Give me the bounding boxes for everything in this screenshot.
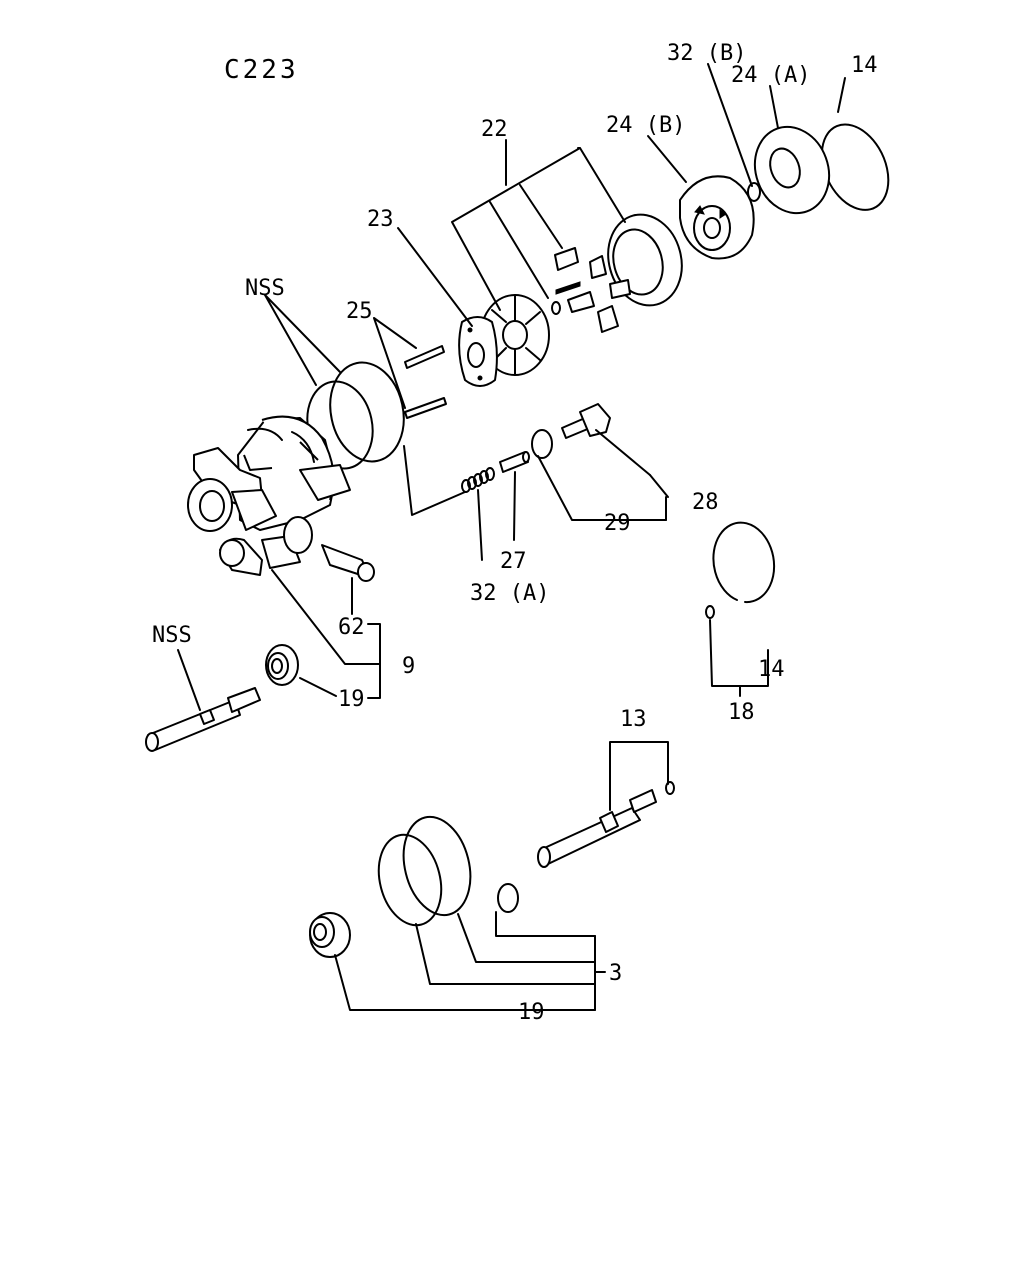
o-ring-13 (665, 781, 675, 795)
dowel-pins-25 (404, 345, 447, 419)
snap-ring-14-lower (712, 521, 776, 604)
vanes (554, 247, 631, 333)
label-18: 18 (728, 700, 755, 725)
bearing-19-lower (309, 912, 351, 958)
label-9: 9 (402, 654, 415, 679)
bearing-19-upper (265, 644, 299, 686)
seal-kit-3-rings (377, 815, 519, 927)
label-32a: 32 (A) (470, 581, 549, 606)
plug-28 (561, 403, 611, 439)
label-27: 27 (500, 549, 527, 574)
label-nss-upper: NSS (245, 276, 285, 301)
pin-small (551, 301, 561, 315)
o-ring-18 (705, 605, 715, 619)
shaft-nss (145, 687, 261, 752)
rotor (480, 294, 550, 376)
label-62: 62 (338, 615, 365, 640)
label-14-lower: 14 (758, 657, 785, 682)
label-32b: 32 (B) (667, 41, 746, 66)
label-29: 29 (604, 511, 631, 536)
spring-32a (461, 467, 495, 493)
label-24a: 24 (A) (731, 63, 810, 88)
side-plate-24a (753, 125, 831, 215)
label-3: 3 (609, 961, 622, 986)
snap-ring-14-upper (821, 123, 890, 211)
shaft-13 (537, 789, 657, 868)
pressure-plate-24b (679, 175, 755, 260)
label-19-upper: 19 (338, 687, 365, 712)
label-13: 13 (620, 707, 647, 732)
label-28: 28 (692, 490, 719, 515)
connector-62 (321, 544, 375, 582)
pump-body (187, 415, 351, 576)
o-ring-32b (747, 182, 761, 202)
label-23: 23 (367, 207, 394, 232)
label-22: 22 (481, 117, 508, 142)
valve-spool-27 (499, 451, 530, 473)
label-25: 25 (346, 299, 373, 324)
label-14-upper: 14 (851, 53, 878, 78)
o-ring-29 (531, 429, 553, 459)
label-19-lower: 19 (518, 1000, 545, 1025)
diagram-code: C223 (224, 55, 299, 85)
thrust-plate-23 (458, 316, 498, 387)
leader-lines (177, 63, 846, 1011)
label-nss-lower: NSS (152, 623, 192, 648)
label-24b: 24 (B) (606, 113, 685, 138)
